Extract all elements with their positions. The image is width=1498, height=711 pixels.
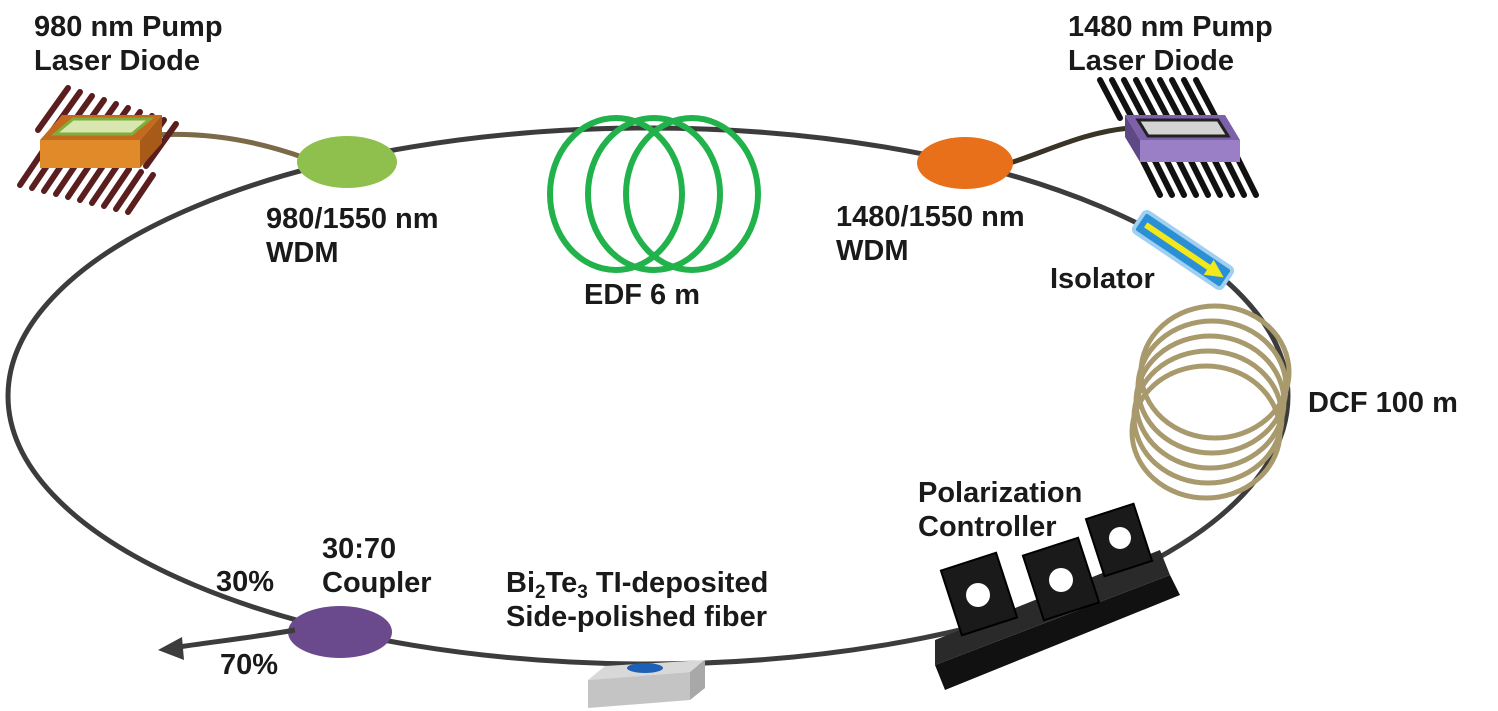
label-pump980-line2: Laser Diode <box>34 45 200 77</box>
label-port-30: 30% <box>216 566 275 598</box>
ti-rest: TI-deposited <box>587 567 769 599</box>
label-wdm980-line2: WDM <box>266 237 339 269</box>
label-port-70: 70% <box>220 649 279 681</box>
pump1480-laser-diode <box>1097 77 1259 198</box>
label-wdm1480-line2: WDM <box>836 235 909 267</box>
label-ti-line2: Side-polished fiber <box>506 601 768 633</box>
pump980-lead-fiber <box>154 131 306 161</box>
output-fiber <box>171 627 296 651</box>
polarization-controller <box>935 502 1180 690</box>
ti-sub2: 2 <box>535 582 546 603</box>
label-edf: EDF 6 m <box>584 279 701 311</box>
isolator <box>1131 209 1235 291</box>
wdm1480-coupler-shape <box>917 137 1013 189</box>
output-coupler-shape <box>288 606 392 658</box>
label-pump1480-line2: Laser Diode <box>1068 45 1234 77</box>
label-isolator: Isolator <box>1050 263 1155 295</box>
label-wdm1480-line1: 1480/1550 nm <box>836 201 1025 233</box>
output-arrow-head <box>158 637 184 660</box>
label-wdm1480: 1480/1550 nm WDM <box>836 200 1025 268</box>
dcf-coil <box>1129 303 1292 501</box>
label-pump980: 980 nm Pump Laser Diode <box>34 10 223 78</box>
label-ti-line1: Bi2Te3 TI-deposited <box>506 566 769 603</box>
label-ti-fiber: Bi2Te3 TI-deposited Side-polished fiber <box>506 566 768 634</box>
label-dcf: DCF 100 m <box>1308 387 1458 419</box>
label-wdm980-line1: 980/1550 nm <box>266 203 439 235</box>
ti-te: Te <box>545 567 578 599</box>
pump980-laser-diode <box>17 85 179 215</box>
label-pump1480: 1480 nm Pump Laser Diode <box>1068 10 1273 78</box>
label-polarization-line1: Polarization <box>918 477 1083 509</box>
label-polarization-line2: Controller <box>918 511 1057 543</box>
ti-bi: Bi <box>506 567 535 599</box>
pump1480-pins <box>1097 77 1259 198</box>
label-coupler-line2: Coupler <box>322 567 432 599</box>
label-polarization-controller: Polarization Controller <box>918 476 1082 544</box>
ti-sub3: 3 <box>577 582 588 603</box>
wdm980-coupler-shape <box>297 136 397 188</box>
label-coupler: 30:70 Coupler <box>322 532 432 600</box>
edf-coil <box>547 115 761 273</box>
side-polished-fiber <box>588 660 705 708</box>
label-pump1480-line1: 1480 nm Pump <box>1068 11 1273 43</box>
pump1480-lead-fiber <box>1009 125 1131 166</box>
label-wdm980: 980/1550 nm WDM <box>266 202 439 270</box>
label-pump980-line1: 980 nm Pump <box>34 11 223 43</box>
ti-patch <box>627 663 663 673</box>
label-coupler-line1: 30:70 <box>322 533 397 565</box>
